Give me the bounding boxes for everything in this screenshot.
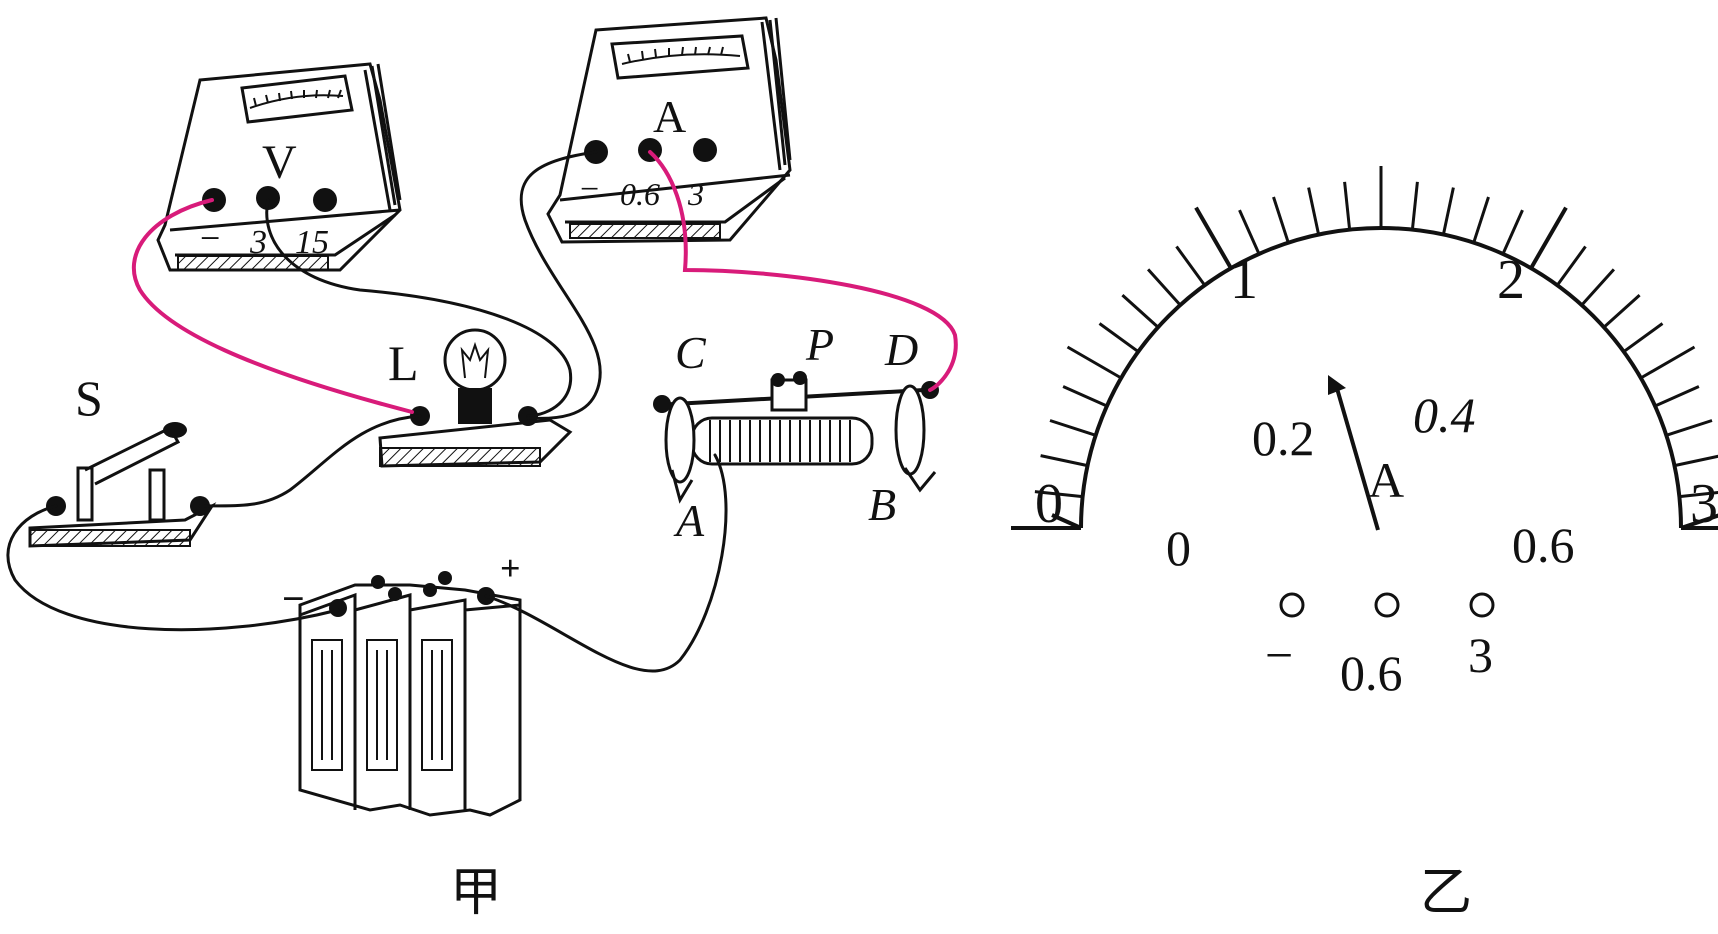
dial-tick: [1066, 345, 1122, 380]
dial-label-3: 3: [1468, 627, 1493, 683]
wires: [6, 150, 958, 673]
inner-scale-02: 0.2: [1252, 410, 1315, 466]
wire-switch-to-battery: [6, 504, 340, 632]
ammeter-terminal-3: [693, 138, 717, 162]
wire-voltmeter-to-bulb-right: [265, 198, 573, 418]
ammeter: A − 0.6 3: [546, 16, 792, 244]
dial-tick: [1410, 181, 1419, 230]
dial-tick: [1622, 322, 1664, 353]
ammeter-label-3: 3: [687, 176, 704, 212]
dial-tick: [1529, 206, 1568, 270]
dial-tick: [1640, 345, 1696, 380]
switch-handle: [163, 422, 187, 438]
dial-tick: [1501, 209, 1524, 255]
voltmeter-label-15: 15: [295, 224, 329, 261]
caption-yi: 乙: [1420, 865, 1472, 922]
meter-needle: [1334, 384, 1380, 531]
dial-terminal-neg: [1279, 592, 1305, 618]
bulb-label: L: [388, 335, 419, 391]
outer-scale-1: 1: [1230, 249, 1258, 311]
bulb-socket: [458, 388, 492, 424]
battery: − +: [282, 548, 522, 817]
dial-tick: [1343, 181, 1352, 230]
wire-ammeter-to-bulb: [519, 150, 602, 420]
outer-scale-3: 3: [1690, 473, 1718, 535]
dial-tick: [1674, 454, 1718, 468]
rheostat-label-p: P: [805, 319, 834, 370]
rheostat-label-b: B: [868, 479, 896, 530]
wire-voltmeter-to-bulb: [131, 198, 414, 414]
dial-terminal-06: [1374, 592, 1400, 618]
inner-scale-06: 0.6: [1512, 517, 1575, 573]
outer-scale-2: 2: [1497, 249, 1525, 311]
outer-scale-0: 0: [1035, 473, 1063, 535]
dial-tick: [1272, 196, 1290, 244]
inner-scale-04: 0.4: [1413, 387, 1476, 443]
dial-tick: [1665, 419, 1713, 437]
ammeter-label-06: 0.6: [620, 176, 660, 212]
ammeter-label-neg: −: [580, 171, 599, 208]
ammeter-symbol: A: [653, 91, 686, 142]
dial-terminal-3: [1469, 592, 1495, 618]
dial-ticks: [1011, 166, 1718, 530]
rheostat-label-a: A: [673, 495, 705, 546]
dial-tick: [1307, 187, 1321, 235]
voltmeter-terminal-15: [313, 188, 337, 212]
voltmeter-terminal-3: [256, 186, 280, 210]
dial-tick: [1062, 385, 1108, 408]
voltmeter-label-neg: −: [200, 218, 220, 258]
switch-label: S: [75, 370, 103, 426]
voltmeter-label-3: 3: [249, 224, 267, 261]
dial-unit: A: [1368, 452, 1404, 508]
wire-bulb-to-switch: [198, 414, 422, 508]
dial-tick: [1580, 268, 1616, 307]
switch: S: [28, 370, 217, 548]
dial-tick: [1034, 490, 1083, 499]
dial-tick: [1194, 206, 1233, 270]
dial-end-line: [1680, 513, 1718, 530]
voltmeter: V − 3 15: [156, 62, 402, 272]
dial-tick: [1556, 245, 1587, 287]
rheostat-label-d: D: [884, 324, 918, 375]
dial-label-06: 0.6: [1340, 645, 1403, 701]
rheostat-slider-p: [770, 378, 808, 412]
dial-tick: [1049, 419, 1097, 437]
dial-tick: [1175, 245, 1206, 287]
battery-label-positive: +: [500, 548, 521, 588]
dial-tick: [1602, 293, 1641, 329]
dial-tick: [1679, 491, 1718, 499]
dial-tick: [1040, 454, 1088, 468]
dial-tick: [1472, 196, 1490, 244]
needle-arrowhead: [1328, 375, 1346, 395]
dial-tick: [1146, 268, 1182, 307]
dial-tick: [1238, 209, 1261, 255]
dial-tick: [1441, 187, 1455, 235]
battery-label-negative: −: [282, 576, 305, 621]
bulb-glass: [443, 328, 507, 392]
bulb-holder: L: [378, 328, 573, 468]
rheostat-label-c: C: [675, 327, 707, 378]
rheostat: C P D A B: [653, 319, 939, 546]
inner-scale-0: 0: [1166, 520, 1191, 576]
dial-tick: [1098, 322, 1140, 353]
wire-ammeter-to-rheostat-d: [648, 150, 958, 392]
dial-label-neg: −: [1265, 627, 1293, 683]
meter-dial: 0 1 2 3 0 0.2 0.4 0.6 A − 0.6 3: [1011, 166, 1718, 701]
wire-battery-to-rheostat-a: [484, 453, 728, 673]
dial-tick: [1654, 385, 1700, 408]
battery-terminal-negative: [329, 599, 347, 617]
caption-jia: 甲: [450, 865, 502, 922]
dial-tick: [1121, 293, 1160, 329]
voltmeter-symbol: V: [262, 136, 297, 189]
